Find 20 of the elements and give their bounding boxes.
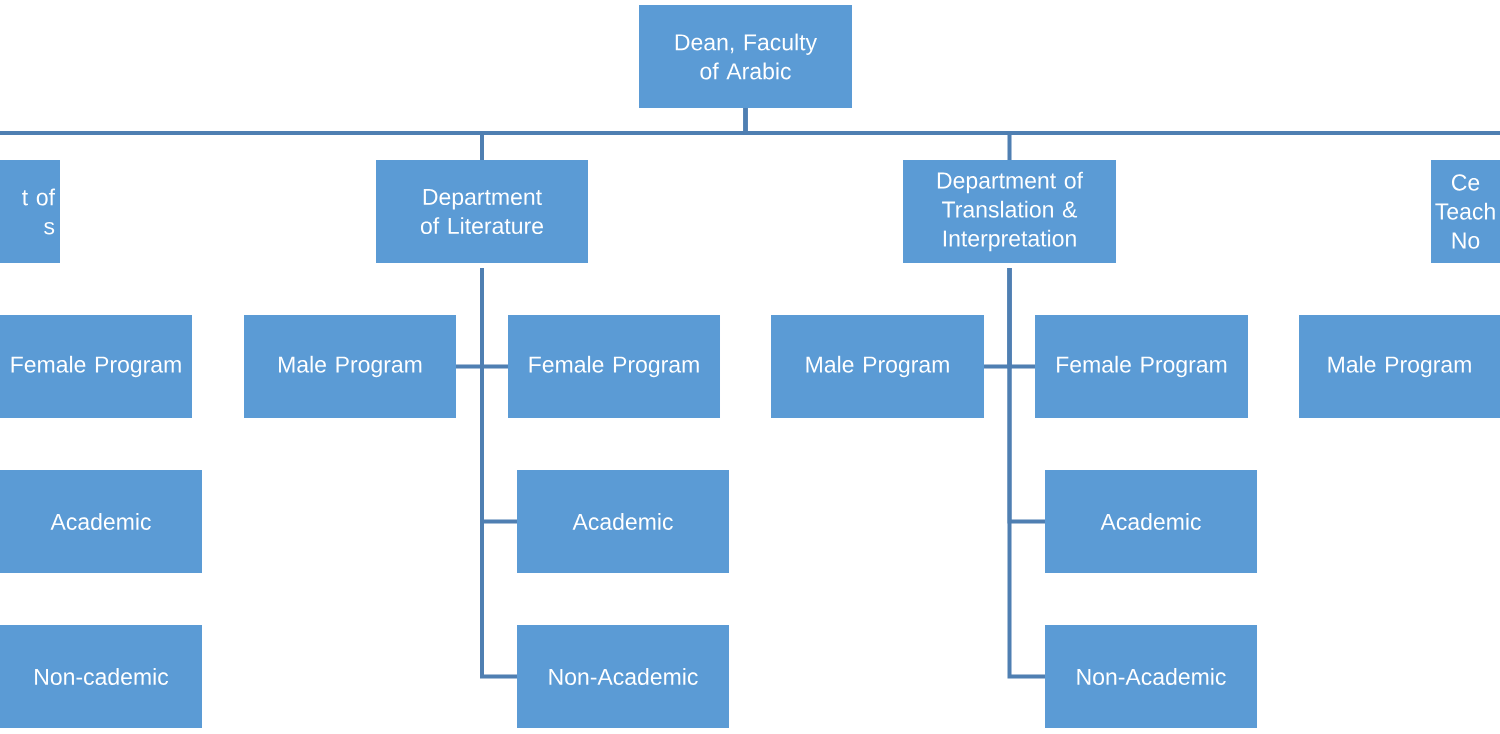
- org-box: Academic: [0, 470, 202, 573]
- org-box: Department of Translation & Interpretation: [903, 160, 1116, 263]
- connector-line: [743, 108, 1500, 135]
- org-box: Male Program: [1299, 315, 1500, 418]
- connector-line: [480, 268, 517, 679]
- org-box: Department of Literature: [376, 160, 588, 263]
- org-box: Female Program: [508, 315, 720, 418]
- org-box: Male Program: [244, 315, 456, 418]
- org-box: Male Program: [771, 315, 984, 418]
- org-box: Female Program: [0, 315, 192, 418]
- org-box: Non-Academic: [517, 625, 729, 728]
- org-box: Academic: [517, 470, 729, 573]
- connector-line: [1007, 268, 1045, 679]
- title-box: Dean, Faculty of Arabic: [639, 5, 852, 108]
- org-box: Non-Academic: [1045, 625, 1257, 728]
- org-box: Academic: [1045, 470, 1257, 573]
- org-box: Female Program: [1035, 315, 1248, 418]
- org-box: t of s: [0, 160, 60, 263]
- org-box: Ce Teach No: [1431, 160, 1500, 263]
- org-box: Non-cademic: [0, 625, 202, 728]
